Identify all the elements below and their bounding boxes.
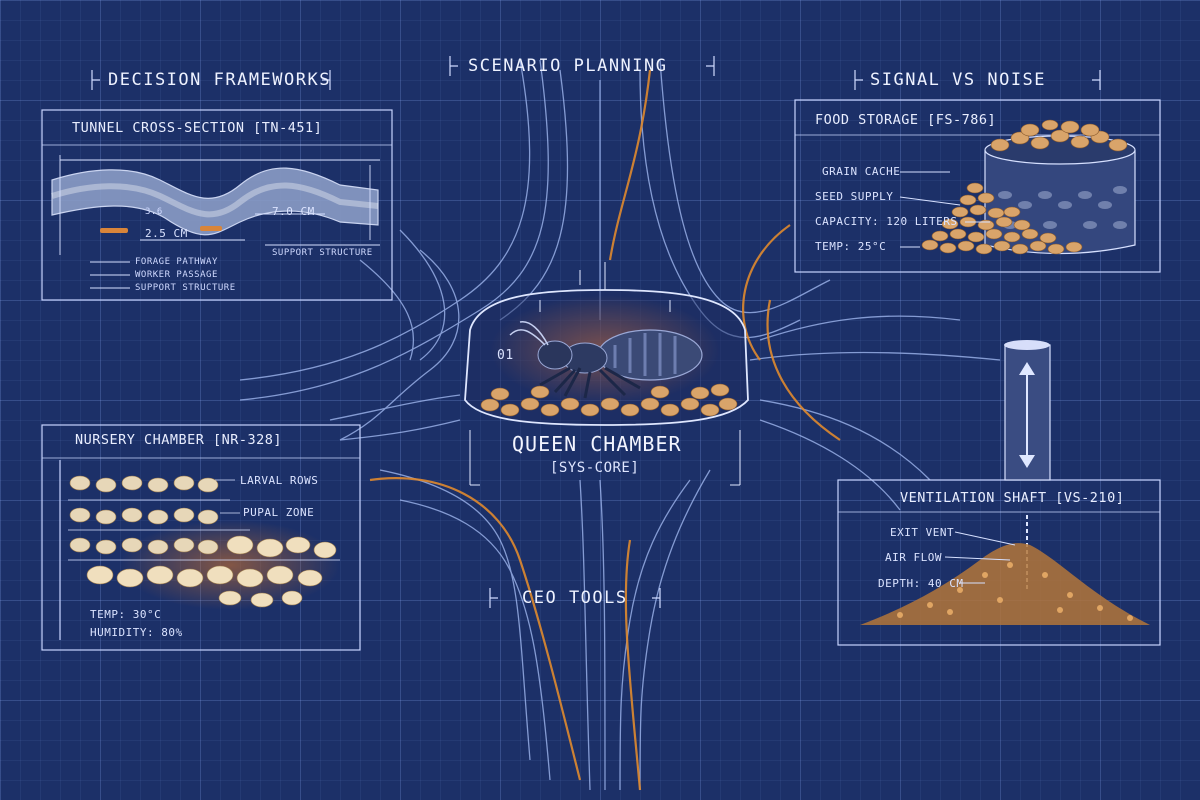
tunnel-legend-item: WORKER PASSAGE bbox=[135, 270, 218, 280]
tunnel-panel-title: TUNNEL CROSS-SECTION [TN-451] bbox=[72, 120, 323, 136]
tunnel-network-lines bbox=[239, 59, 1001, 791]
queen-label-frame bbox=[469, 430, 741, 486]
nursery-label-larval: LARVAL ROWS bbox=[240, 474, 319, 487]
food-label-temp: TEMP: 25°C bbox=[815, 240, 887, 253]
tunnel-legend-item: FORAGE PATHWAY bbox=[135, 257, 218, 267]
nursery-panel-title: NURSERY CHAMBER [NR-328] bbox=[75, 432, 283, 448]
tunnel-dim-right: 7.0 CM bbox=[272, 205, 315, 218]
vent-panel-title: VENTILATION SHAFT [VS-210] bbox=[900, 490, 1125, 506]
scenario-planning-title: SCENARIO PLANNING bbox=[468, 56, 668, 76]
vent-label-exit: EXIT VENT bbox=[890, 526, 955, 539]
nursery-stat-temp: TEMP: 30°C bbox=[90, 608, 162, 621]
nursery-label-pupal: PUPAL ZONE bbox=[243, 506, 315, 519]
tunnel-grain-marks bbox=[100, 226, 222, 233]
orange-flow-lines bbox=[369, 69, 841, 791]
nursery-dividers bbox=[68, 479, 340, 561]
food-label-grain-cache: GRAIN CACHE bbox=[822, 165, 901, 178]
queen-chamber-ticks bbox=[539, 262, 671, 312]
tunnel-dim-top: 3.6 bbox=[145, 207, 163, 217]
grain-pile bbox=[921, 182, 1083, 255]
queen-chamber-grain bbox=[480, 383, 738, 417]
vent-panel-frame bbox=[837, 479, 1161, 646]
title-ornaments bbox=[91, 56, 1101, 608]
tunnel-dim-left: 2.5 CM bbox=[145, 227, 188, 240]
nursery-panel-frame bbox=[41, 424, 361, 651]
queen-chamber-subtitle: [SYS-CORE] bbox=[550, 460, 640, 476]
signal-vs-noise-title: SIGNAL VS NOISE bbox=[870, 70, 1047, 90]
food-leader-lines bbox=[899, 171, 990, 248]
tunnel-panel-frame bbox=[41, 109, 393, 301]
tunnel-profile bbox=[51, 167, 379, 236]
tunnel-support-label: SUPPORT STRUCTURE bbox=[272, 248, 373, 258]
food-label-seed-supply: SEED SUPPLY bbox=[815, 190, 894, 203]
food-label-capacity: CAPACITY: 120 LITERS bbox=[815, 215, 958, 228]
ceo-tools-title: CEO TOOLS bbox=[522, 588, 628, 608]
decision-frameworks-title: DECISION FRAMEWORKS bbox=[108, 70, 331, 90]
queen-chamber-marker: 01 bbox=[497, 348, 514, 363]
vent-shaft bbox=[1004, 340, 1051, 590]
larval-rows bbox=[69, 475, 219, 555]
vent-label-airflow: AIR FLOW bbox=[885, 551, 942, 564]
tunnel-legend-item: SUPPORT STRUCTURE bbox=[135, 283, 236, 293]
vent-leader-lines bbox=[944, 531, 1016, 584]
vent-label-depth: DEPTH: 40 CM bbox=[878, 577, 964, 590]
food-panel-title: FOOD STORAGE [FS-786] bbox=[815, 112, 997, 128]
vent-soil-specks bbox=[897, 562, 1133, 621]
queen-ant-icon bbox=[509, 321, 703, 399]
pupal-zone-eggs bbox=[86, 535, 337, 608]
nursery-stat-humidity: HUMIDITY: 80% bbox=[90, 626, 183, 639]
tunnel-dimension-lines bbox=[59, 155, 380, 289]
queen-chamber-title: QUEEN CHAMBER bbox=[512, 432, 682, 456]
